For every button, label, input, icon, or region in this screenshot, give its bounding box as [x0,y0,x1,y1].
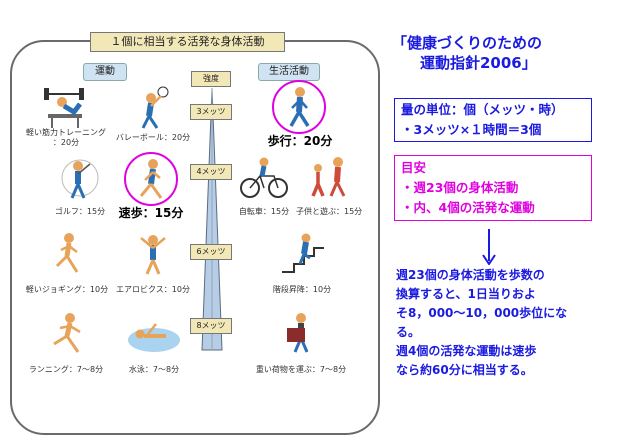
explanation-text: 週23個の身体活動を歩数の 換算すると、1日当りおよ そ8，000～10，000… [396,266,616,380]
golf-icon [61,159,99,199]
goal-box: 目安 ・週23個の身体活動 ・内、4個の活発な運動 [394,155,592,221]
mets-4-label: 4メッツ [190,164,232,180]
brisk-walking-highlight-circle [124,152,178,206]
swimming-label: 水泳：7～8分 [128,365,180,374]
weight-training-item: 軽い筋力トレーニング ：20分 [22,84,110,148]
volleyball-item: バレーボール：20分 [110,84,196,143]
aerobics-item: エアロビクス：10分 [110,232,196,295]
swimming-item: 水泳：7～8分 [114,312,194,375]
walking-icon [289,87,310,127]
stair-climbing-item: 階段昇降：10分 [262,232,342,295]
volleyball-icon [141,86,169,129]
goal-line2: ・内、4個の活発な運動 [401,200,535,215]
intensity-label: 強度 [191,71,231,87]
explain-line-1: 週23個の身体活動を歩数の [396,268,545,282]
explain-line-2: 換算すると、1日当りおよ [396,287,536,301]
bicycle-icon [240,157,288,198]
aerobics-icon [140,235,166,275]
golf-item: ゴルフ：15分 [40,156,120,217]
intensity-tower-graphic [201,87,223,351]
carrying-loads-label: 重い荷物を運ぶ：7～8分 [255,365,347,374]
explain-line-3: そ8，000～10，000歩位にな [396,306,568,320]
stair-climbing-label: 階段昇降：10分 [272,285,332,294]
walking-label: 歩行：20分 [267,134,333,148]
playing-with-kids-icon [311,157,346,197]
mets-8-label: 8メッツ [190,318,232,334]
playing-with-kids-item: 子供と遊ぶ：15分 [296,156,362,217]
jogging-icon [55,233,79,273]
goal-line1: ・週23個の身体活動 [401,180,519,195]
explain-line-5: 週4個の活発な運動は速歩 [396,344,537,358]
panel-title: １個に相当する活発な身体活動 [90,32,285,52]
brisk-walking-label: 速歩：15分 [118,206,184,220]
light-jogging-item: 軽いジョギング：10分 [22,232,112,295]
carrying-loads-item: 重い荷物を運ぶ：7～8分 [246,312,356,375]
mets-3-label: 3メッツ [190,104,232,120]
walking-highlight-circle [272,80,326,134]
running-label: ランニング：7～8分 [28,365,104,374]
golf-label: ゴルフ：15分 [54,207,106,216]
weight-training-label: 軽い筋力トレーニング ：20分 [26,128,106,147]
guideline-title-line2: 運動指針2006」 [420,54,537,72]
walking-item: 歩行：20分 [250,84,350,149]
cycling-item: 自転車：15分 [234,156,294,217]
running-item: ランニング：7～8分 [24,312,108,375]
weight-training-icon [44,88,84,128]
stair-climbing-icon [282,233,324,273]
unit-line2: ・3メッツ×１時間＝3個 [401,122,542,137]
swimming-icon [128,323,180,352]
unit-box: 量の単位：個（メッツ・時） ・3メッツ×１時間＝3個 [394,98,592,142]
guideline-title-line1: 「健康づくりのための [392,34,543,52]
brisk-walking-icon [139,159,163,199]
exercise-category-label: 運動 [83,63,127,81]
running-icon [53,313,81,353]
cycling-label: 自転車：15分 [238,207,290,216]
explain-line-6: なら約60分に相当する。 [396,363,533,377]
playing-with-kids-label: 子供と遊ぶ：15分 [296,207,363,216]
goal-heading: 目安 [401,160,427,175]
explain-line-4: る。 [396,325,421,339]
down-arrow-icon [482,229,496,265]
mets-6-label: 6メッツ [190,244,232,260]
unit-line1: 量の単位：個（メッツ・時） [401,102,564,117]
light-jogging-label: 軽いジョギング：10分 [25,285,109,294]
brisk-walking-item: 速歩：15分 [110,156,192,221]
guideline-title: 「健康づくりのための 運動指針2006」 [392,33,612,73]
carrying-loads-icon [287,313,309,353]
volleyball-label: バレーボール：20分 [115,133,191,142]
lifestyle-category-label: 生活活動 [258,63,320,81]
aerobics-label: エアロビクス：10分 [116,285,190,294]
